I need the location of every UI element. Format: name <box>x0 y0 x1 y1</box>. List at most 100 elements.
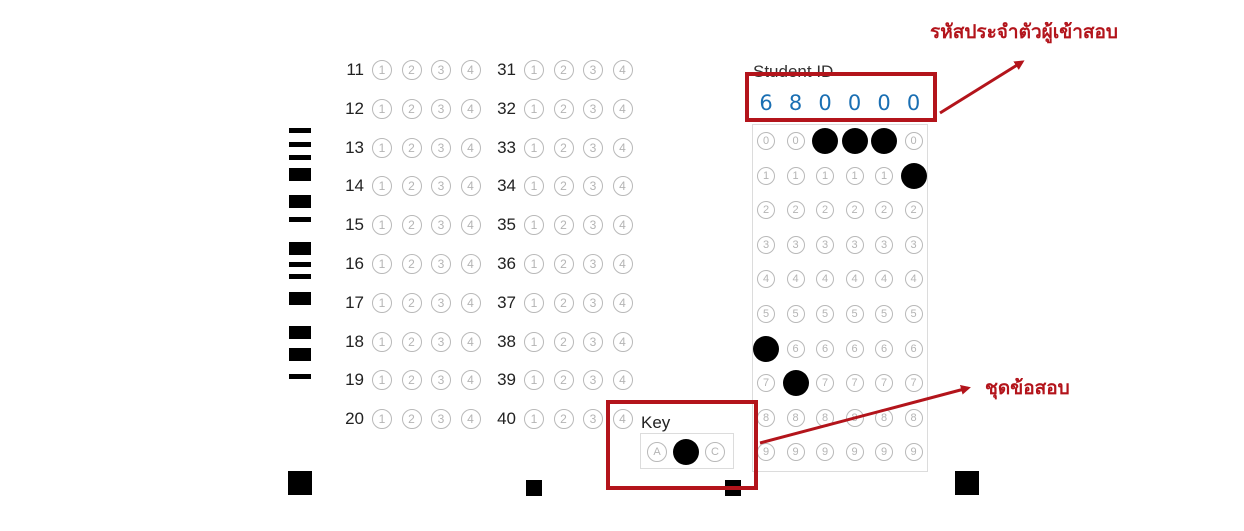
answer-bubble[interactable]: 3 <box>431 254 451 274</box>
id-bubble[interactable]: 5 <box>786 305 805 323</box>
id-bubble[interactable]: 4 <box>786 270 805 289</box>
id-bubble[interactable]: 5 <box>875 305 893 323</box>
answer-bubble[interactable]: 4 <box>460 215 481 236</box>
id-bubble[interactable]: 1 <box>757 166 775 185</box>
answer-bubble[interactable]: 1 <box>524 215 544 236</box>
answer-bubble[interactable]: 1 <box>524 60 544 80</box>
answer-bubble[interactable]: 1 <box>372 137 392 158</box>
id-bubble[interactable]: 5 <box>845 305 864 323</box>
id-bubble[interactable]: 2 <box>816 201 834 220</box>
id-bubble[interactable]: 8 <box>757 408 775 427</box>
key-bubble[interactable]: A <box>647 442 667 462</box>
id-bubble[interactable]: 6 <box>875 339 893 358</box>
id-bubble[interactable]: 4 <box>845 270 864 289</box>
answer-bubble[interactable]: 1 <box>524 176 544 197</box>
id-bubble[interactable]: 3 <box>786 235 805 254</box>
id-bubble[interactable]: 5 <box>904 305 923 323</box>
answer-bubble[interactable]: 1 <box>372 60 392 80</box>
answer-bubble[interactable]: 3 <box>431 137 451 158</box>
id-bubble[interactable]: 3 <box>757 235 775 254</box>
answer-bubble[interactable]: 2 <box>553 98 574 119</box>
answer-bubble[interactable]: 4 <box>612 370 633 391</box>
answer-bubble[interactable]: 3 <box>431 409 451 430</box>
id-bubble[interactable]: 5 <box>757 305 775 323</box>
answer-bubble[interactable]: 3 <box>431 292 451 313</box>
answer-bubble[interactable]: 1 <box>372 409 392 430</box>
answer-bubble[interactable]: 3 <box>431 60 451 80</box>
answer-bubble[interactable]: 1 <box>372 331 392 352</box>
filled-id-bubble[interactable] <box>841 128 868 154</box>
answer-bubble[interactable]: 3 <box>583 331 603 352</box>
answer-bubble[interactable]: 1 <box>524 370 544 391</box>
answer-bubble[interactable]: 2 <box>553 409 574 430</box>
id-bubble[interactable]: 2 <box>875 201 893 220</box>
answer-bubble[interactable]: 2 <box>401 292 422 313</box>
answer-bubble[interactable]: 2 <box>553 254 574 274</box>
id-bubble[interactable]: 6 <box>816 339 834 358</box>
id-bubble[interactable]: 6 <box>904 339 923 358</box>
answer-bubble[interactable]: 2 <box>401 409 422 430</box>
answer-bubble[interactable]: 4 <box>460 370 481 391</box>
answer-bubble[interactable]: 1 <box>372 254 392 274</box>
answer-bubble[interactable]: 4 <box>612 215 633 236</box>
answer-bubble[interactable]: 1 <box>524 292 544 313</box>
answer-bubble[interactable]: 3 <box>583 98 603 119</box>
answer-bubble[interactable]: 2 <box>401 370 422 391</box>
answer-bubble[interactable]: 2 <box>401 98 422 119</box>
id-bubble[interactable]: 0 <box>786 132 805 150</box>
answer-bubble[interactable]: 2 <box>553 292 574 313</box>
filled-id-bubble[interactable] <box>782 370 809 397</box>
id-bubble[interactable]: 8 <box>845 408 864 427</box>
answer-bubble[interactable]: 1 <box>524 331 544 352</box>
answer-bubble[interactable]: 2 <box>401 331 422 352</box>
answer-bubble[interactable]: 3 <box>583 409 603 430</box>
answer-bubble[interactable]: 3 <box>431 370 451 391</box>
answer-bubble[interactable]: 1 <box>372 370 392 391</box>
answer-bubble[interactable]: 4 <box>612 137 633 158</box>
answer-bubble[interactable]: 4 <box>460 331 481 352</box>
filled-id-bubble[interactable] <box>871 128 897 154</box>
answer-bubble[interactable]: 3 <box>583 292 603 313</box>
answer-bubble[interactable]: 3 <box>431 98 451 119</box>
answer-bubble[interactable]: 4 <box>460 254 481 274</box>
id-bubble[interactable]: 5 <box>816 305 834 323</box>
answer-bubble[interactable]: 1 <box>524 409 544 430</box>
filled-id-bubble[interactable] <box>753 335 779 362</box>
answer-bubble[interactable]: 2 <box>401 137 422 158</box>
answer-bubble[interactable]: 4 <box>460 60 481 80</box>
id-bubble[interactable]: 9 <box>845 443 864 462</box>
id-bubble[interactable]: 2 <box>757 201 775 220</box>
answer-bubble[interactable]: 4 <box>612 254 633 274</box>
id-bubble[interactable]: 1 <box>786 166 805 185</box>
id-bubble[interactable]: 2 <box>845 201 864 220</box>
answer-bubble[interactable]: 1 <box>372 98 392 119</box>
answer-bubble[interactable]: 3 <box>431 331 451 352</box>
id-bubble[interactable]: 4 <box>757 270 775 289</box>
answer-bubble[interactable]: 1 <box>524 137 544 158</box>
answer-bubble[interactable]: 4 <box>612 60 633 80</box>
filled-id-bubble[interactable] <box>900 162 927 189</box>
answer-bubble[interactable]: 3 <box>431 176 451 197</box>
answer-bubble[interactable]: 2 <box>553 137 574 158</box>
answer-bubble[interactable]: 4 <box>460 292 481 313</box>
id-bubble[interactable]: 3 <box>816 235 834 254</box>
answer-bubble[interactable]: 3 <box>583 60 603 80</box>
id-bubble[interactable]: 4 <box>816 270 834 289</box>
answer-bubble[interactable]: 4 <box>460 409 481 430</box>
id-bubble[interactable]: 8 <box>816 408 834 427</box>
id-bubble[interactable]: 2 <box>786 201 805 220</box>
id-bubble[interactable]: 0 <box>904 132 923 150</box>
id-bubble[interactable]: 0 <box>757 132 775 150</box>
answer-bubble[interactable]: 4 <box>460 98 481 119</box>
answer-bubble[interactable]: 2 <box>401 215 422 236</box>
filled-id-bubble[interactable] <box>812 128 838 154</box>
answer-bubble[interactable]: 2 <box>401 176 422 197</box>
id-bubble[interactable]: 3 <box>875 235 893 254</box>
id-bubble[interactable]: 7 <box>845 374 864 393</box>
key-bubble[interactable]: C <box>705 442 725 462</box>
id-bubble[interactable]: 9 <box>786 443 805 462</box>
id-bubble[interactable]: 1 <box>875 166 893 185</box>
answer-bubble[interactable]: 2 <box>553 176 574 197</box>
answer-bubble[interactable]: 4 <box>460 137 481 158</box>
id-bubble[interactable]: 6 <box>845 339 864 358</box>
